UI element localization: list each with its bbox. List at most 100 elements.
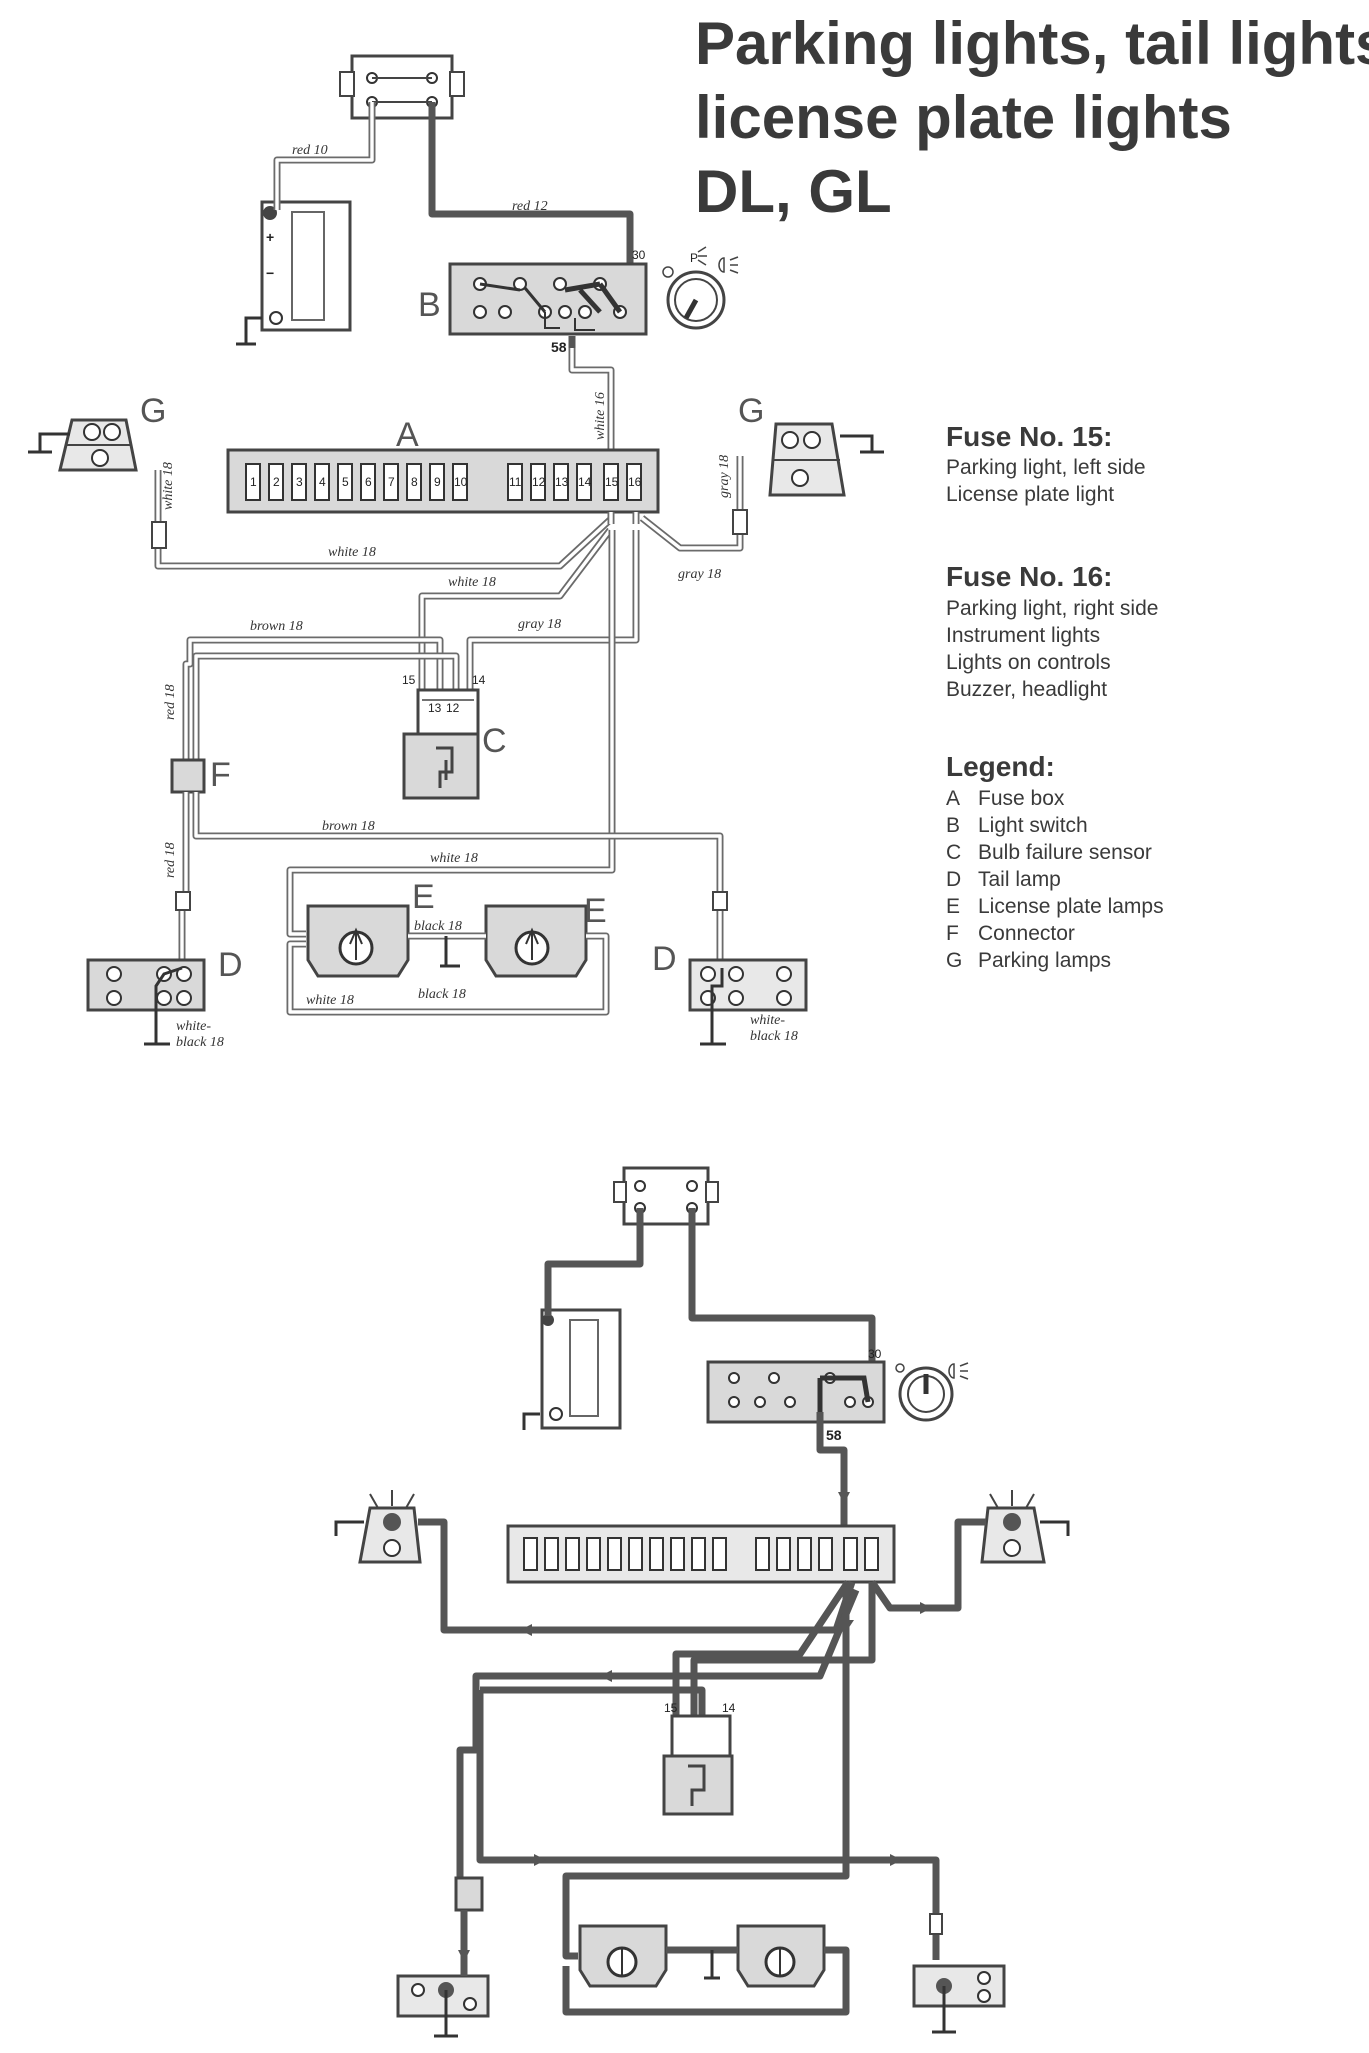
fuse-box: 1 2 3 4 5 6 7 8 9 10 11 12 13 14 15 16 [226,448,660,514]
terminal-12: 12 [446,701,460,715]
fuse-16-item: Instrument lights [946,624,1100,647]
fuse-number: 16 [628,475,642,489]
fuse-16-item: Buzzer, headlight [946,678,1107,701]
bottom-connector [454,1876,484,1912]
legend-label: Parking lamps [978,949,1111,972]
legend-label: Tail lamp [978,868,1061,891]
fuse-number: 2 [273,475,280,489]
label-a: A [396,416,419,454]
legend-item: B Light switch [946,814,1088,837]
terminal-13: 13 [428,701,442,715]
fuse-number: 11 [509,475,522,489]
wire-label: black 18 [176,1035,224,1050]
fuse-number: 3 [296,475,303,489]
bottom-license-lamp-right [736,1924,826,1988]
wire-label: white- [750,1013,785,1028]
legend-label: License plate lamps [978,895,1164,918]
label-g-right: G [738,392,764,430]
bottom-fuse-box [506,1524,896,1584]
wire-label: white 18 [328,545,376,560]
wire-label: red 18 [163,842,178,878]
fuse-number: 7 [388,475,395,489]
wire-label: black 18 [418,987,466,1002]
bottom-tail-lamp-right [912,1964,1006,2034]
legend-key: A [946,787,960,810]
wire-label: white 18 [448,575,496,590]
fuse-number: 14 [578,475,592,489]
wire-label: black 18 [750,1029,798,1044]
bottom-switch-knob-icon [895,1362,969,1422]
fuse-number: 10 [454,475,468,489]
label-e-left: E [412,878,435,916]
fuse-15-item: License plate light [946,483,1114,506]
fuse-number: 8 [411,475,418,489]
fuse-number: 15 [605,475,619,489]
battery: + − [260,200,352,332]
bottom-diagram: 30 58 [334,1166,1070,2038]
legend-key: G [946,949,962,972]
wire-label: white- [176,1019,211,1034]
license-plate-lamp-right [484,904,588,978]
wire-label: white 18 [430,851,478,866]
wire-label: red 10 [292,143,328,158]
bottom-terminal-15: 15 [664,1701,678,1715]
title-line-3: DL, GL [695,158,892,225]
label-g-left: G [140,392,166,430]
parking-lamp-left [28,418,138,472]
fuse-number: 4 [319,475,326,489]
terminal-14: 14 [472,673,486,687]
label-c: C [482,722,507,760]
switch-symbol: P [690,251,698,265]
wire-label: gray 18 [717,455,732,498]
wire-label: white 18 [161,462,176,510]
fuse-15-item: Parking light, left side [946,456,1146,479]
terminal-58: 58 [551,339,567,355]
bottom-parking-lamp-left [334,1490,422,1564]
wire-label: gray 18 [678,567,721,582]
tail-lamp-right [688,958,808,1046]
bottom-terminal-14: 14 [722,1701,736,1715]
legend-key: E [946,895,960,918]
legend-label: Connector [978,922,1075,945]
fuse-number: 12 [532,475,546,489]
battery-ground-icon [236,316,262,346]
fuse-number: 13 [555,475,569,489]
wire-label: red 18 [163,684,178,720]
legend-label: Bulb failure sensor [978,841,1152,864]
fuse-16-item: Lights on controls [946,651,1111,674]
bulb-failure-sensor [402,688,480,800]
label-d-right: D [652,940,677,978]
wire-label: brown 18 [322,819,375,834]
svg-text:−: − [266,265,274,281]
legend-item: D Tail lamp [946,868,1061,891]
bottom-terminal-30: 30 [868,1347,882,1361]
legend-key: F [946,922,959,945]
bottom-tail-lamp-left [396,1974,490,2038]
tail-lamp-left [86,958,206,1046]
legend-key: D [946,868,961,891]
fuse-number: 1 [250,475,257,489]
bottom-light-switch [706,1360,886,1424]
bottom-bulb-failure-sensor [662,1714,734,1816]
wire-label: white 16 [593,392,608,440]
legend-item: C Bulb failure sensor [946,841,1152,864]
legend-label: Fuse box [978,787,1065,810]
svg-text:+: + [266,229,274,245]
fuse-15-info: Fuse No. 15: Parking light, left side Li… [946,421,1146,506]
legend-key: C [946,841,961,864]
label-b: B [418,286,441,324]
title-line-1: Parking lights, tail lights, [695,10,1369,77]
bottom-battery [540,1308,622,1430]
legend-item: F Connector [946,922,1075,945]
wire-label: white 18 [306,993,354,1008]
wire-label: black 18 [414,919,462,934]
fuse-number: 6 [365,475,372,489]
bottom-terminal-58: 58 [826,1427,842,1443]
legend-item: E License plate lamps [946,895,1164,918]
terminal-15: 15 [402,673,416,687]
top-diagram: + − red 10 red 12 [28,54,884,1050]
fuse-15-heading: Fuse No. 15: [946,421,1112,452]
license-plate-lamp-left [306,904,410,978]
fuse-number: 5 [342,475,349,489]
